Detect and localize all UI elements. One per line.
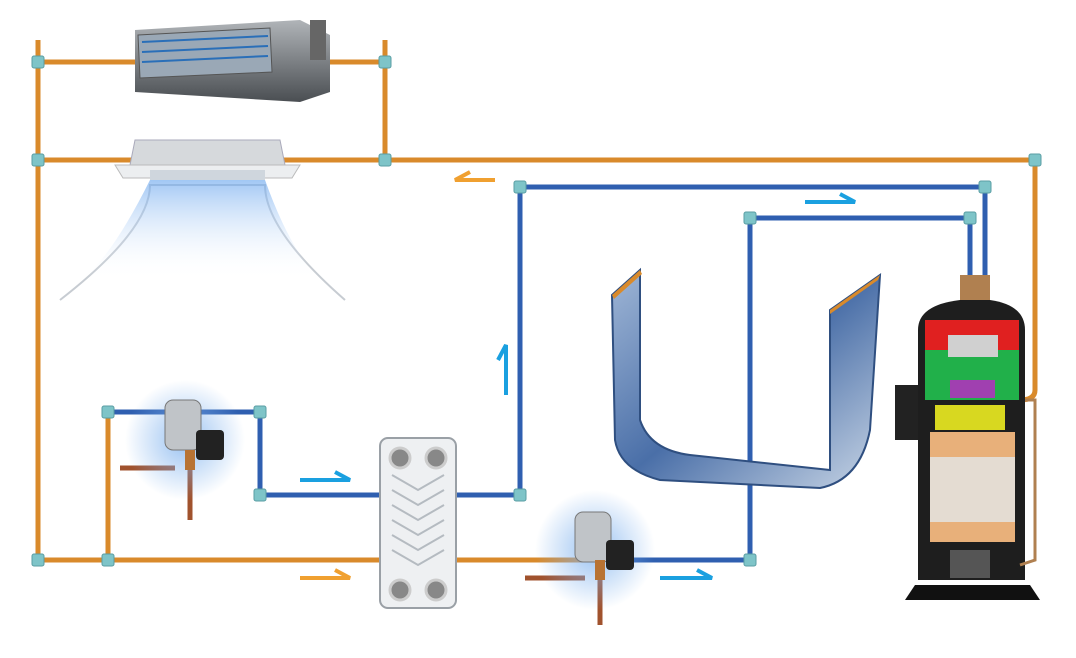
flow-arrows: [300, 170, 856, 580]
fitting: [31, 153, 45, 167]
expansion-valve-bottom: [535, 490, 655, 610]
u-shaped-coil: [610, 267, 882, 490]
flow-arrow-right-icon: [805, 192, 856, 204]
fitting: [513, 488, 527, 502]
plate-heat-exchanger: [379, 437, 457, 609]
gas-pipe-hx-outlet: [455, 184, 988, 498]
fitting: [1028, 153, 1042, 167]
fitting: [31, 55, 45, 69]
flow-arrow-right-icon: [300, 568, 351, 580]
expansion-valve-left: [125, 380, 245, 500]
fitting: [978, 180, 992, 194]
pipe-fittings: [31, 55, 1042, 567]
flow-arrow-up-icon: [496, 344, 508, 395]
flow-arrow-right-icon: [300, 470, 351, 482]
fitting: [378, 153, 392, 167]
fitting: [963, 211, 977, 225]
flow-arrow-left-icon: [454, 170, 495, 182]
fitting: [101, 553, 115, 567]
fitting: [513, 180, 527, 194]
scroll-compressor: [895, 275, 1040, 600]
flow-arrow-right-icon: [660, 568, 713, 580]
ducted-indoor-unit: [135, 20, 330, 102]
fitting: [253, 405, 267, 419]
fitting: [743, 553, 757, 567]
cassette-indoor-unit: [59, 139, 346, 301]
fitting: [253, 488, 267, 502]
fitting: [378, 55, 392, 69]
fitting: [743, 211, 757, 225]
fitting: [101, 405, 115, 419]
fitting: [31, 553, 45, 567]
